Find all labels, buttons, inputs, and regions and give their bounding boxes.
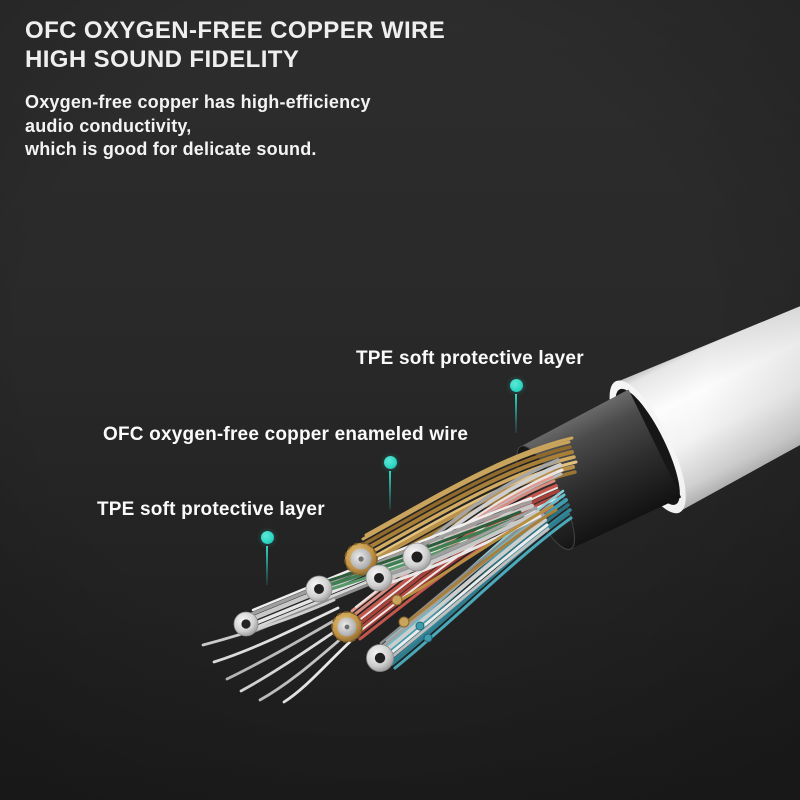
callout-line [266,546,268,585]
wire-bundle-ends [233,542,433,672]
description-line: which is good for delicate sound. [25,139,317,159]
description-text: Oxygen-free copper has high-efficiency a… [25,91,371,162]
silver-bundle-end [366,644,394,672]
thin-teal-wire-ends [415,621,433,643]
callout-line [515,394,517,433]
callout-dot [510,379,523,392]
thin-gold-wire-ends [391,594,410,628]
callout-dot [384,456,397,469]
silver-bundle-end [233,611,259,637]
gold-bundle-end [331,611,363,643]
title-line-2: HIGH SOUND FIDELITY [25,46,300,73]
title-line-1: OFC OXYGEN-FREE COPPER WIRE [25,17,446,44]
callout-label-tpe-outer: TPE soft protective layer [356,348,584,369]
page-title: OFC OXYGEN-FREE COPPER WIRE HIGH SOUND F… [25,16,445,74]
description-line: Oxygen-free copper has high-efficiency [25,92,371,112]
white-jacket [616,259,800,512]
callout-line [389,471,391,510]
callout-dot [261,531,274,544]
description-line: audio conductivity, [25,115,192,136]
silver-bundle-end [402,542,432,572]
gold-bundle-end [344,542,378,576]
silver-bundle-end [305,575,333,603]
silver-bundle-end [365,564,393,592]
callout-label-ofc-wire: OFC oxygen-free copper enameled wire [103,424,469,445]
callout-label-tpe-inner: TPE soft protective layer [97,499,325,520]
